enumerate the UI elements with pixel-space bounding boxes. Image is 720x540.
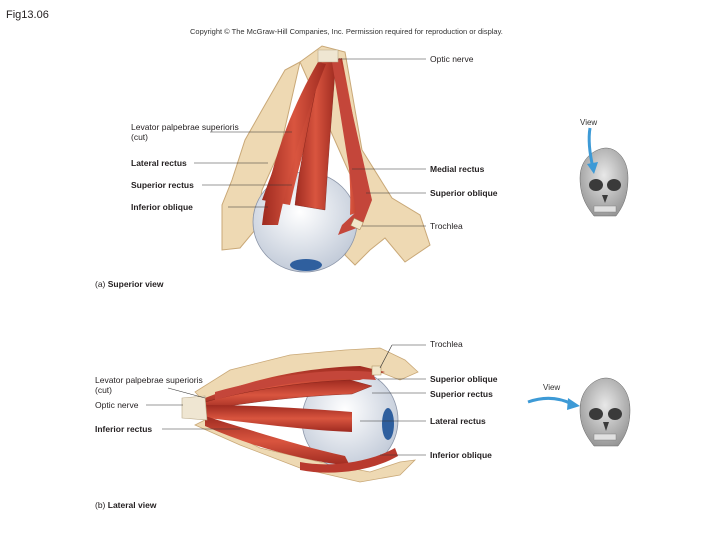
- trochlea-b: [371, 365, 382, 376]
- label-superior-rectus-b: Superior rectus: [430, 389, 493, 399]
- lateral-rectus-a: [262, 62, 326, 225]
- panel-b-illustration: [146, 344, 631, 483]
- leader-levator-b: [167, 387, 206, 399]
- label-lateral-rectus-a: Lateral rectus: [131, 158, 187, 168]
- label-medial-rectus-a: Medial rectus: [430, 164, 485, 174]
- caption-a: (a) Superior view: [95, 279, 164, 289]
- inferior-oblique-b: [300, 448, 398, 473]
- orbit-bone-a-left: [221, 61, 301, 251]
- superior-rectus-b: [204, 379, 373, 411]
- view-arrow-b: [527, 396, 573, 406]
- superior-rectus-a: [294, 57, 337, 211]
- figure-number: Fig13.06: [6, 9, 49, 21]
- caption-a-prefix: (a): [95, 279, 106, 289]
- copyright-notice: Copyright © The McGraw-Hill Companies, I…: [190, 27, 503, 36]
- iris-a: [290, 259, 322, 271]
- skull-view-b: [579, 377, 631, 447]
- label-optic-nerve-a: Optic nerve: [430, 54, 474, 64]
- optic-nerve-b: [181, 395, 208, 421]
- trochlea-a: [350, 217, 364, 231]
- panel-a-illustration: [194, 45, 629, 273]
- leader-trochlea-b: [379, 344, 393, 369]
- label-lateral-rectus-b: Lateral rectus: [430, 416, 486, 426]
- superior-oblique-b: [215, 370, 376, 400]
- caption-b-title: Lateral view: [107, 500, 157, 510]
- lateral-rectus-b: [205, 405, 352, 432]
- label-superior-oblique-b: Superior oblique: [430, 374, 498, 384]
- skull-view-a: [579, 147, 629, 217]
- caption-b-prefix: (b): [95, 500, 106, 510]
- label-trochlea-a: Trochlea: [430, 221, 463, 231]
- caption-a-title: Superior view: [107, 279, 164, 289]
- view-label-a: View: [580, 118, 598, 127]
- label-superior-oblique-a: Superior oblique: [430, 188, 498, 198]
- inferior-rectus-b: [205, 416, 350, 466]
- label-inferior-oblique-b: Inferior oblique: [430, 450, 492, 460]
- superior-oblique-a: [332, 58, 372, 235]
- label-levator-b: Levator palpebrae superioris (cut): [95, 375, 203, 395]
- label-inferior-oblique-a: Inferior oblique: [131, 202, 193, 212]
- caption-b: (b) Lateral view: [95, 500, 156, 510]
- iris-b: [382, 408, 394, 440]
- label-inferior-rectus-b: Inferior rectus: [95, 424, 153, 434]
- label-optic-nerve-b: Optic nerve: [95, 400, 139, 410]
- optic-nerve-a: [317, 49, 339, 63]
- label-levator-a: Levator palpebrae superioris (cut): [131, 122, 239, 142]
- view-label-b: View: [543, 383, 561, 392]
- label-trochlea-b: Trochlea: [430, 339, 463, 349]
- label-superior-rectus-a: Superior rectus: [131, 180, 194, 190]
